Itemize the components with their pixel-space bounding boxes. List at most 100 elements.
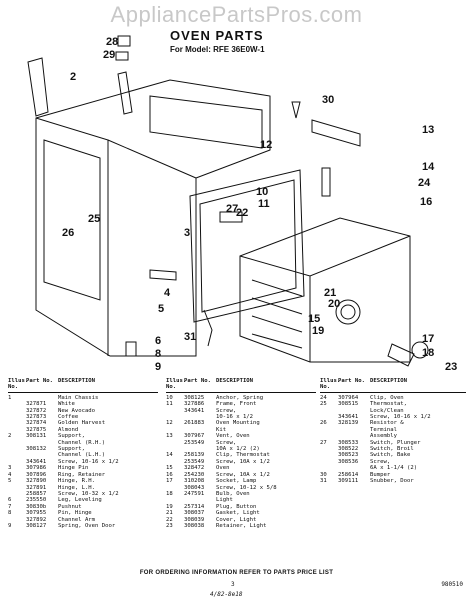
part-description: Screw, 10-16 x 1/2 — [58, 458, 119, 465]
illus-number: 10 — [166, 394, 173, 401]
part-description: Hinge, R.H. — [58, 478, 96, 485]
table-row: 327872 New Avocado — [8, 408, 158, 414]
part-number: 308037 — [184, 510, 205, 517]
illus-number: 1 — [8, 394, 12, 401]
part-description: Channel Arm — [58, 516, 96, 523]
part-description: Frame, Front — [216, 401, 257, 408]
part-description: Golden Harvest — [58, 420, 106, 427]
leveling-leg — [125, 341, 137, 357]
illus-number: 25 — [320, 401, 327, 408]
part-description: Screw, — [370, 458, 391, 465]
header-illus: Illus. No. — [320, 378, 341, 391]
part-number: 307955 — [26, 510, 47, 517]
part-number: 328472 — [184, 465, 205, 472]
illus-number: 16 — [166, 471, 173, 478]
bumper — [291, 101, 301, 119]
callout: 5 — [158, 303, 164, 315]
callout: 24 — [418, 177, 431, 189]
part-number: 261883 — [184, 420, 205, 427]
header-description: DESCRIPTION — [216, 378, 254, 384]
illus-number: 3 — [8, 465, 12, 472]
part-number: 308127 — [26, 522, 47, 529]
illus-number: 22 — [166, 516, 173, 523]
header-illus: Illus. No. — [166, 378, 187, 391]
illus-number: 14 — [166, 452, 173, 459]
table-header: Illus. No. Part No. DESCRIPTION — [166, 378, 316, 393]
part-number: 253549 — [184, 458, 205, 465]
part-description: New Avocado — [58, 407, 96, 414]
part-number: 253549 — [184, 439, 205, 446]
part-description: Switch, Broil — [370, 446, 414, 453]
part-number: 308125 — [184, 394, 205, 401]
illus-number: 23 — [166, 522, 173, 529]
illus-number: 24 — [320, 394, 327, 401]
oven-vent — [311, 119, 361, 147]
callout: 23 — [445, 361, 457, 372]
header: OVEN PARTS For Model: RFE 36E0W-1 — [170, 28, 330, 54]
part-number: 327872 — [26, 407, 47, 414]
part-description: Bumper — [370, 471, 391, 478]
page-title: OVEN PARTS — [170, 28, 264, 43]
document-code: 980510 — [441, 581, 463, 588]
callout: 28 — [106, 36, 118, 48]
illus-number: 6 — [8, 497, 12, 504]
part-number: 30830b — [26, 503, 47, 510]
part-description: Coffee — [58, 414, 79, 421]
table-row: Channel (R.H.) — [8, 440, 158, 446]
part-number: 308523 — [338, 452, 359, 459]
callout: 20 — [328, 298, 340, 310]
callout: 29 — [103, 49, 115, 61]
part-description: Screw, 10A x 1/2 — [216, 471, 270, 478]
table-row: Assembly — [320, 433, 466, 439]
hinge — [149, 269, 177, 281]
part-number: 327892 — [26, 516, 47, 523]
table-row: 6A x 1-1/4 (2) — [320, 465, 466, 471]
part-description: Oven Mounting — [216, 420, 260, 427]
part-number: 327875 — [26, 426, 47, 433]
callout: 25 — [88, 213, 100, 225]
callout: 31 — [184, 331, 196, 343]
part-description: Screw, 10-12 x 5/8 — [216, 484, 277, 491]
callout: 14 — [422, 161, 435, 173]
table-header: Illus. No. Part No. DESCRIPTION — [8, 378, 158, 393]
part-description: 10-16 x 1/2 — [216, 414, 254, 421]
part-description: Resistor & — [370, 420, 404, 427]
callout: 27 — [226, 203, 238, 215]
callout: 2 — [70, 71, 76, 83]
part-description: Terminal — [370, 426, 397, 433]
callout: 13 — [422, 124, 434, 136]
part-description: Plug, Button — [216, 503, 257, 510]
oven-bulb — [411, 341, 429, 359]
callout: 8 — [155, 348, 161, 360]
part-description: Pushnut — [58, 503, 82, 510]
header-part: Part No. — [184, 378, 211, 384]
part-description: Vent, Oven — [216, 433, 250, 440]
header-illus: Illus. No. — [8, 378, 29, 391]
illus-number: 27 — [320, 439, 327, 446]
part-description: Switch, Plunger — [370, 439, 421, 446]
illus-number: 2 — [8, 433, 12, 440]
table-row: Lock/Clean — [320, 408, 466, 414]
header-part: Part No. — [338, 378, 365, 384]
